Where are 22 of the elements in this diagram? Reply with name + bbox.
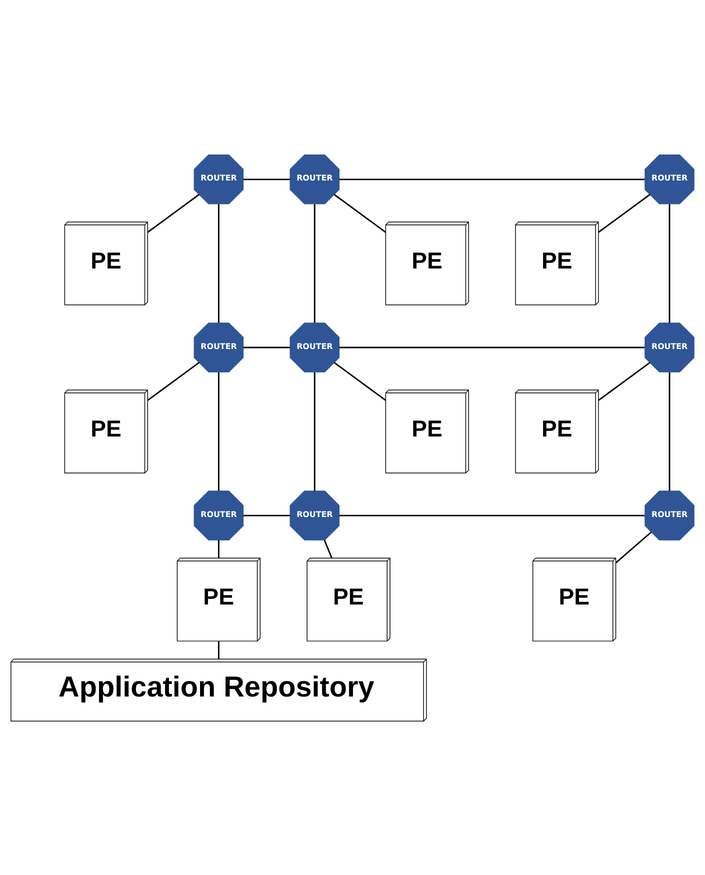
- connector: [218, 640, 220, 658]
- connector: [147, 362, 200, 400]
- connector: [218, 372, 220, 490]
- connector: [324, 539, 332, 558]
- connector: [339, 514, 645, 516]
- connector: [218, 540, 220, 558]
- connector: [243, 514, 290, 516]
- connector: [598, 362, 650, 400]
- connector: [314, 204, 316, 322]
- connector: [334, 193, 386, 232]
- connector: [334, 362, 386, 400]
- connector: [243, 346, 290, 348]
- connector: [314, 372, 316, 490]
- connector: [339, 346, 645, 348]
- connector: [598, 193, 650, 232]
- connector: [668, 204, 670, 322]
- connector: [615, 531, 652, 563]
- connector: [668, 372, 670, 490]
- connector: [147, 193, 200, 232]
- connector: [339, 178, 645, 180]
- connector: [218, 204, 220, 322]
- connector: [243, 178, 290, 180]
